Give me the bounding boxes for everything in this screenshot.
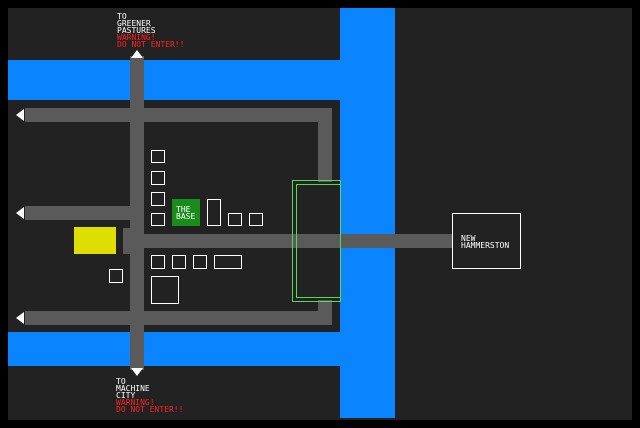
building[interactable] bbox=[214, 255, 242, 269]
building[interactable] bbox=[151, 255, 165, 269]
road-main-vertical bbox=[130, 122, 144, 312]
building[interactable] bbox=[228, 213, 242, 226]
road-top bbox=[25, 108, 332, 122]
building[interactable] bbox=[151, 171, 165, 185]
building[interactable] bbox=[109, 269, 123, 283]
road-east-main bbox=[123, 234, 453, 248]
river-east-channel bbox=[340, 8, 395, 418]
building[interactable] bbox=[193, 255, 207, 269]
road-stub-left bbox=[123, 228, 132, 254]
south-warning-label: WARNING! DO NOT ENTER!! bbox=[116, 398, 184, 414]
road-north-exit bbox=[130, 56, 144, 108]
buildings bbox=[109, 150, 263, 304]
south-destination-label: TO MACHINE CITY bbox=[116, 377, 150, 400]
bridge-outline bbox=[292, 180, 341, 302]
building[interactable] bbox=[151, 150, 165, 163]
river-south-channel bbox=[8, 332, 340, 366]
north-destination-label: TO GREENER PASTURES bbox=[117, 12, 156, 35]
building[interactable] bbox=[207, 199, 221, 226]
road-right-vertical bbox=[318, 122, 332, 182]
building[interactable] bbox=[249, 213, 263, 226]
bridge-outline-inner bbox=[296, 184, 341, 298]
road-south-exit bbox=[130, 325, 144, 370]
north-warning-label: WARNING! DO NOT ENTER!! bbox=[117, 33, 185, 49]
the-base-building[interactable] bbox=[172, 199, 200, 226]
the-base-label: THE BASE bbox=[176, 205, 196, 221]
road-west-middle bbox=[25, 206, 130, 220]
triangle-left-icon[interactable] bbox=[16, 109, 24, 121]
road-right-lower bbox=[318, 300, 332, 312]
building[interactable] bbox=[151, 192, 165, 206]
highlighted-building[interactable] bbox=[74, 227, 116, 254]
new-hammerston-building[interactable] bbox=[452, 213, 521, 269]
river bbox=[8, 8, 395, 418]
building[interactable] bbox=[151, 213, 165, 226]
building[interactable] bbox=[172, 255, 186, 269]
triangle-left-icon[interactable] bbox=[16, 207, 24, 219]
triangle-down-icon[interactable] bbox=[131, 368, 143, 376]
triangle-left-icon[interactable] bbox=[16, 312, 24, 324]
road-bottom bbox=[25, 311, 332, 325]
river-north-channel bbox=[8, 60, 340, 100]
triangle-up-icon[interactable] bbox=[131, 50, 143, 58]
building[interactable] bbox=[151, 276, 179, 304]
new-hammerston-label: NEW HAMMERSTON bbox=[461, 234, 510, 250]
roads bbox=[25, 56, 453, 370]
